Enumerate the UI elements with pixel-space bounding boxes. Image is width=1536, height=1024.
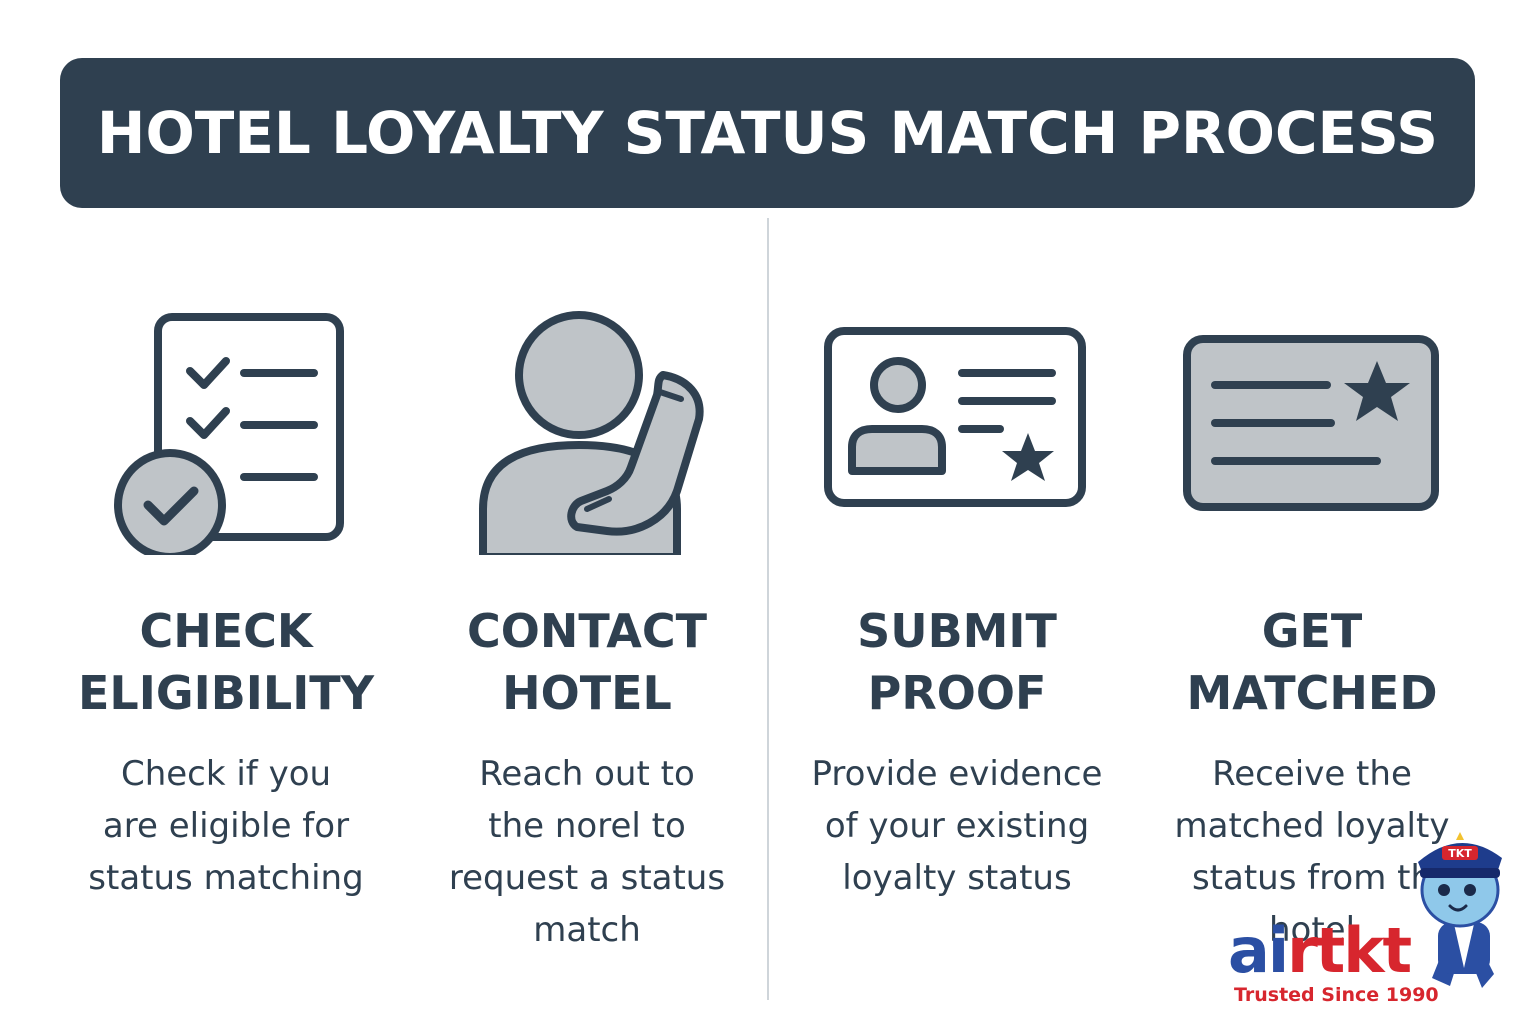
- step-get-matched: GET MATCHED Receive the matched loyalty …: [1142, 280, 1482, 956]
- step-description: Receive the matched loyalty status from …: [1174, 754, 1450, 950]
- person-phone-icon: [417, 280, 757, 570]
- step-check-eligibility: CHECK ELIGIBILITY Check if you are eligi…: [56, 280, 396, 904]
- step-heading: CONTACT HOTEL: [467, 604, 707, 720]
- checklist-icon: [56, 280, 396, 570]
- brand-logo: airtkt: [1228, 914, 1412, 987]
- step-heading: CHECK ELIGIBILITY: [77, 604, 374, 720]
- loyalty-card-star-icon: [1142, 280, 1482, 570]
- step-description: Provide evidence of your existing loyalt…: [811, 754, 1103, 898]
- page-title: HOTEL LOYALTY STATUS MATCH PROCESS: [96, 99, 1439, 167]
- pilot-mascot-icon: TKT: [1418, 832, 1502, 988]
- title-banner: HOTEL LOYALTY STATUS MATCH PROCESS: [60, 58, 1475, 208]
- center-divider: [767, 218, 769, 1000]
- step-heading: SUBMIT PROOF: [857, 604, 1057, 720]
- brand-tagline: Trusted Since 1990: [1234, 984, 1439, 1006]
- step-contact-hotel: CONTACT HOTEL Reach out to the norel to …: [417, 280, 757, 956]
- step-submit-proof: SUBMIT PROOF Provide evidence of your ex…: [787, 280, 1127, 904]
- svg-text:TKT: TKT: [1448, 847, 1472, 860]
- step-description: Check if you are eligible for status mat…: [88, 754, 364, 898]
- step-heading: GET MATCHED: [1186, 604, 1438, 720]
- brand-watermark: TKT airtkt Trusted Since 1990: [1228, 818, 1528, 1018]
- id-card-star-icon: [787, 280, 1127, 570]
- step-description: Reach out to the norel to request a stat…: [448, 754, 726, 950]
